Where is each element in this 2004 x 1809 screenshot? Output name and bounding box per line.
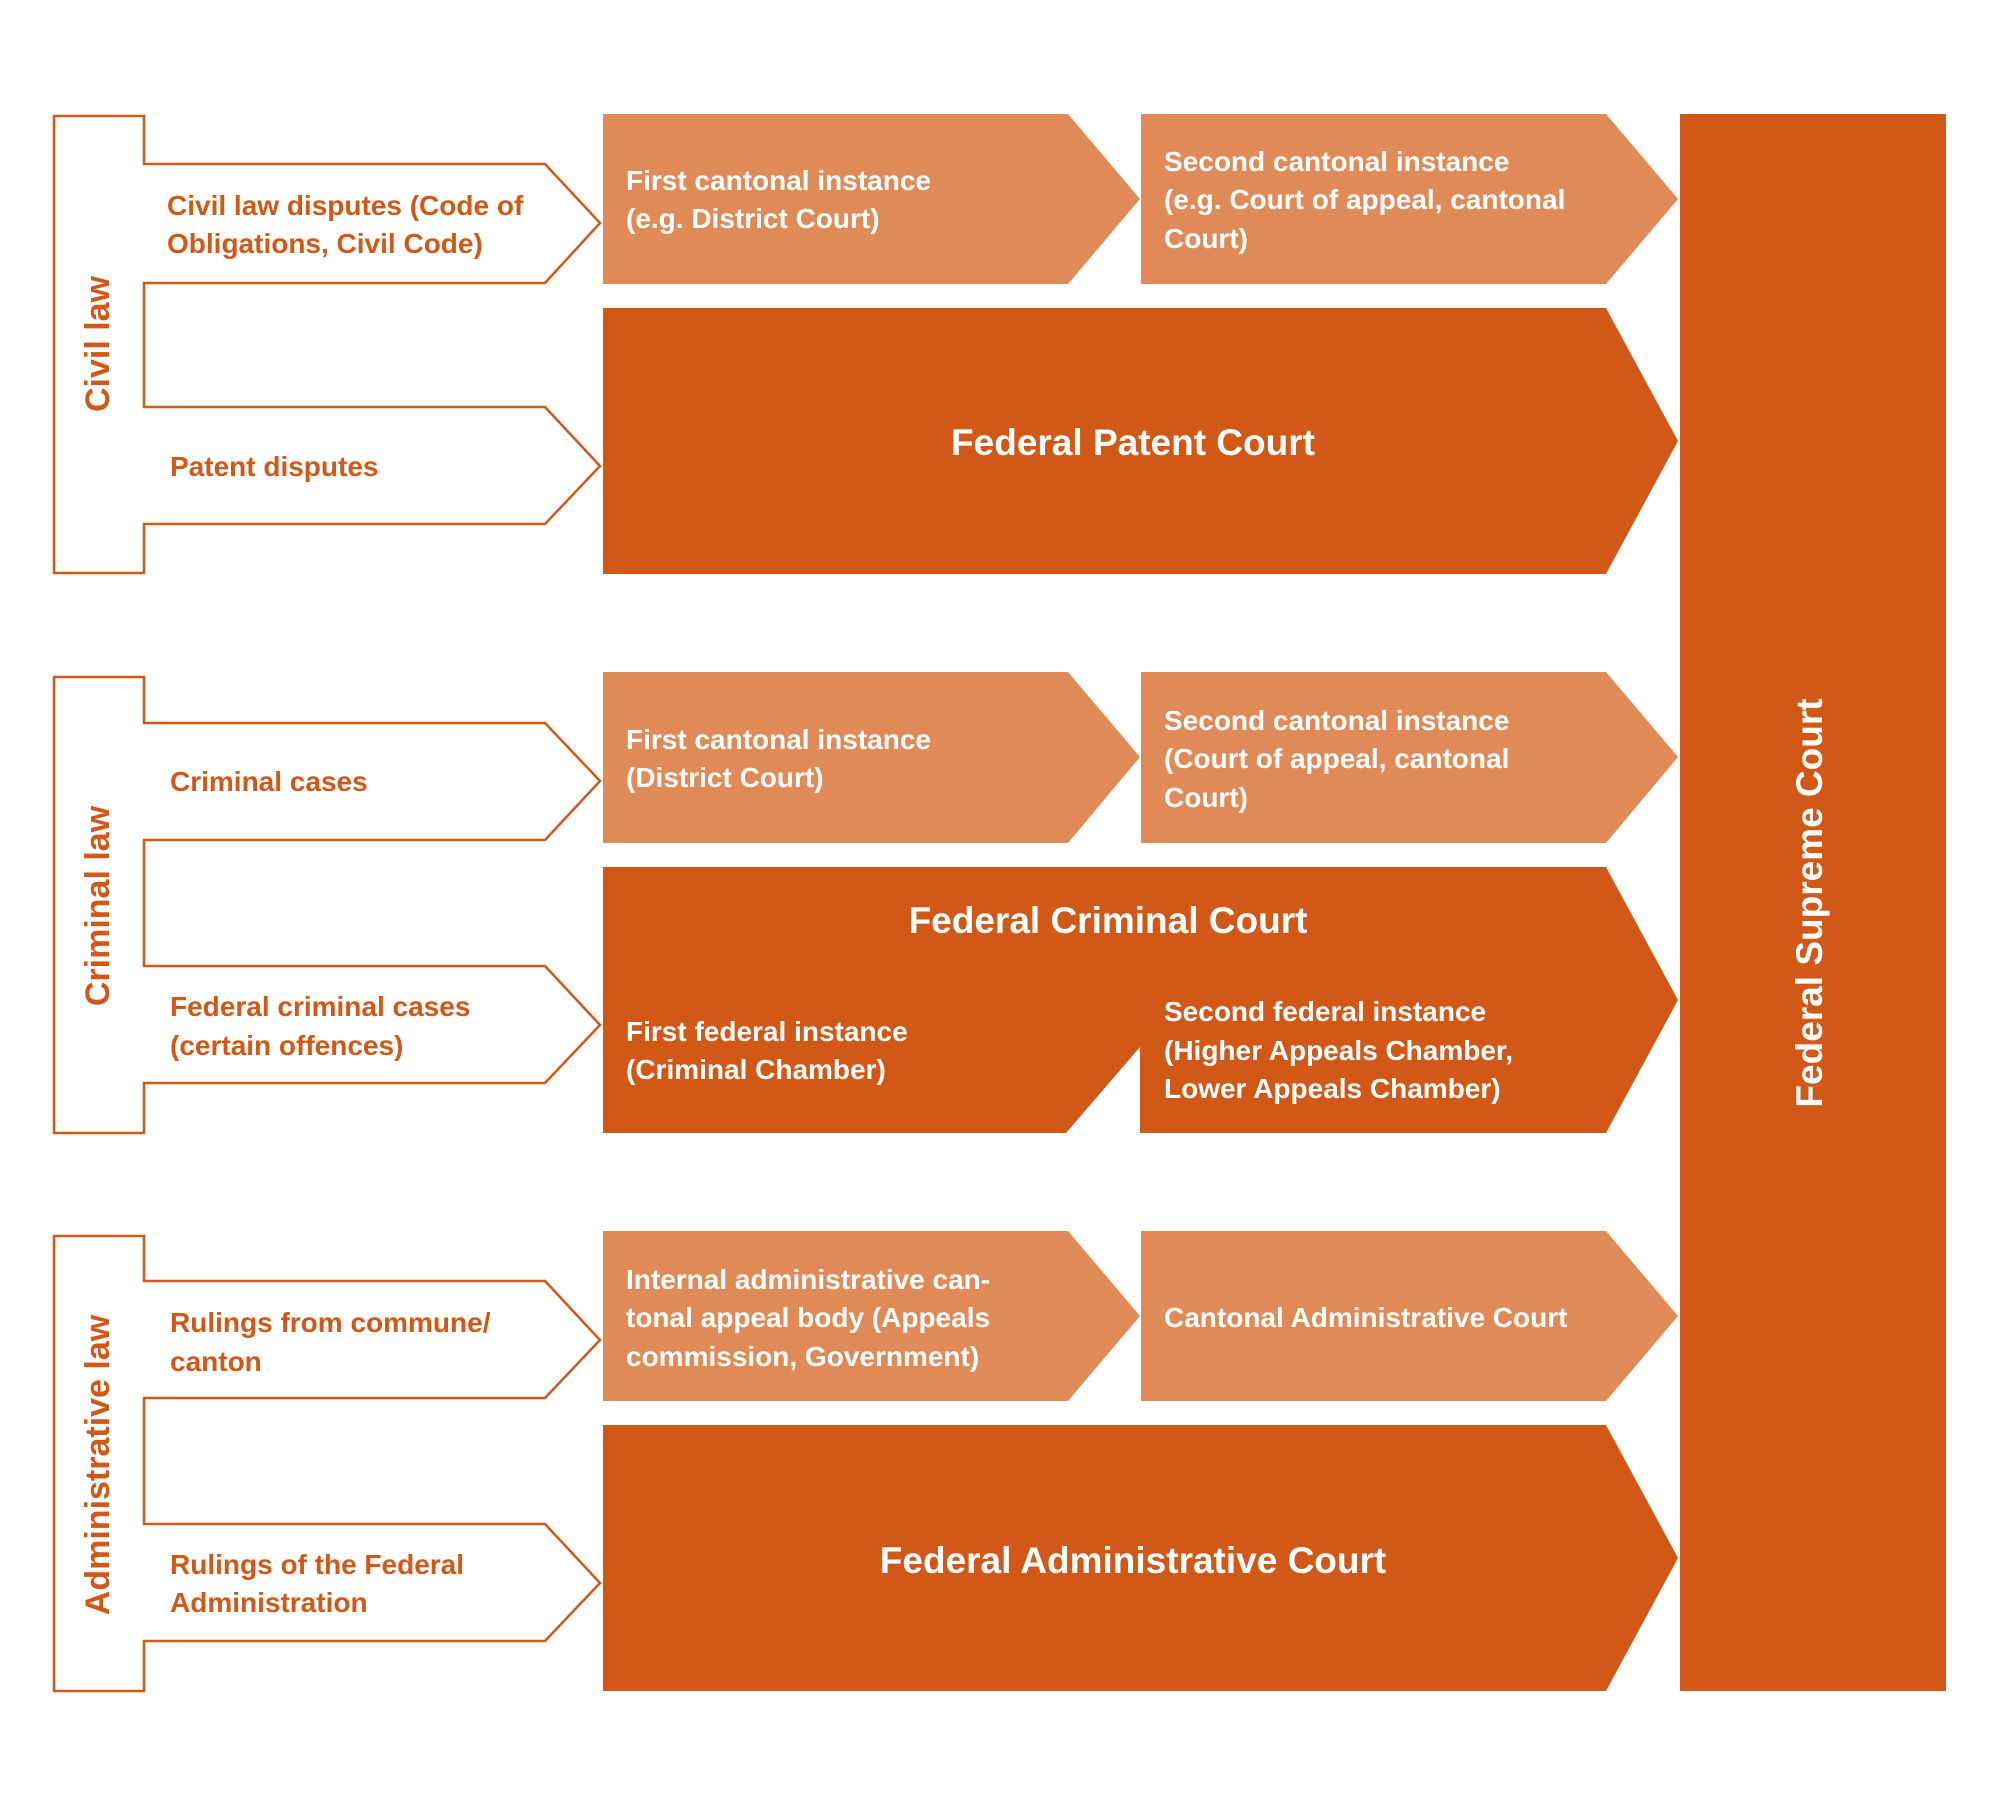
- criminal-law-label: Criminal law: [79, 805, 117, 1006]
- federal-criminal-court-label: Federal Criminal Court: [909, 900, 1308, 941]
- rulings-federal-administration-label: Rulings of the Federal Administration: [170, 1549, 472, 1618]
- criminal-second-cantonal-box: [1141, 672, 1678, 843]
- civil-second-cantonal-label: Second cantonal instance (e.g. Court of …: [1164, 146, 1573, 254]
- civil-law-bracket: [52, 114, 602, 575]
- civil-second-cantonal-box: [1141, 114, 1678, 284]
- federal-supreme-court: Federal Supreme Court: [1680, 114, 1946, 1691]
- first-federal-instance-label: First federal instance (Criminal Chamber…: [626, 1016, 915, 1085]
- civil-first-cantonal-label: First cantonal instance (e.g. District C…: [626, 165, 939, 234]
- federal-administrative-court-label: Federal Administrative Court: [880, 1540, 1386, 1581]
- administrative-law-section: Administrative law Rulings from commune/…: [52, 1231, 1678, 1693]
- supreme-court-bar: [1680, 114, 1946, 1691]
- federal-administrative-court-box: [603, 1425, 1678, 1691]
- criminal-law-bracket: [52, 675, 602, 1135]
- criminal-law-section: Criminal law Criminal cases Federal crim…: [52, 672, 1678, 1135]
- criminal-cases-label: Criminal cases: [170, 766, 368, 797]
- federal-patent-court-label: Federal Patent Court: [951, 422, 1315, 463]
- federal-criminal-court-box: [603, 867, 1678, 1133]
- administrative-law-bracket: [52, 1234, 602, 1693]
- criminal-first-cantonal-box: [603, 672, 1140, 843]
- criminal-second-cantonal-label: Second cantonal instance (Court of appea…: [1164, 705, 1517, 813]
- criminal-first-cantonal-label: First cantonal instance (District Court): [626, 724, 939, 793]
- administrative-law-label: Administrative law: [79, 1314, 117, 1615]
- patent-disputes-label: Patent disputes: [170, 451, 378, 482]
- internal-appeal-body-label: Internal administrative can- tonal appea…: [626, 1264, 998, 1372]
- civil-law-section: Civil law Civil law disputes (Code of Ob…: [52, 114, 1678, 575]
- second-federal-instance-label: Second federal instance (Higher Appeals …: [1164, 996, 1521, 1104]
- supreme-court-label: Federal Supreme Court: [1789, 698, 1830, 1107]
- federal-patent-court-box: [603, 308, 1678, 574]
- rulings-commune-canton-label: Rulings from commune/ canton: [170, 1307, 498, 1377]
- internal-appeal-body-box: [603, 1231, 1140, 1401]
- civil-law-label: Civil law: [79, 275, 117, 412]
- cantonal-administrative-court-box: [1141, 1231, 1678, 1401]
- federal-criminal-cases-label: Federal criminal cases (certain offences…: [170, 991, 478, 1061]
- civil-disputes-label: Civil law disputes (Code of Obligations,…: [167, 190, 531, 259]
- cantonal-administrative-court-label: Cantonal Administrative Court: [1164, 1302, 1567, 1333]
- civil-first-cantonal-box: [603, 114, 1140, 284]
